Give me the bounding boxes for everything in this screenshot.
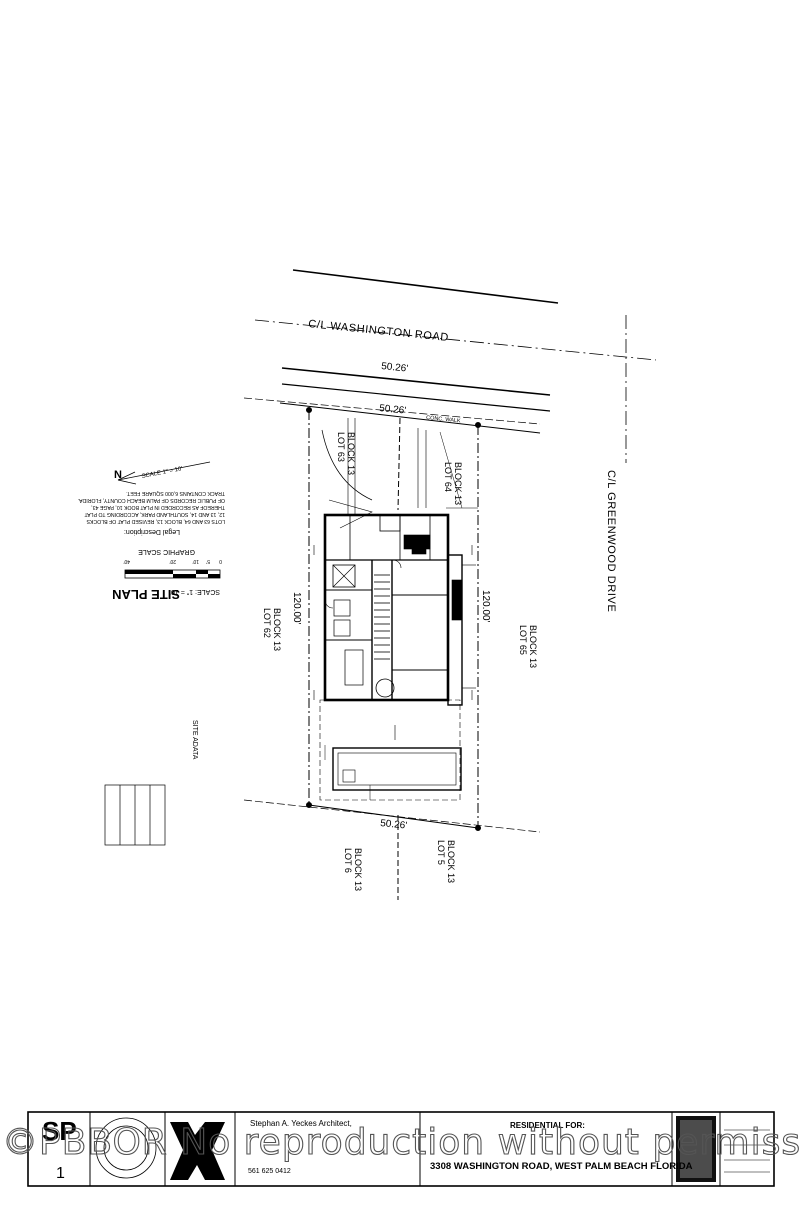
top-row-dimension: 50.26': [381, 361, 409, 375]
graphic-tick-1: 5': [206, 558, 210, 564]
lot-62-label: LOT 62 BLOCK 13: [262, 608, 282, 651]
lot-63-block-text: BLOCK 13: [346, 432, 356, 475]
site-plan-title: SITE PLAN: [112, 587, 180, 602]
sheet-number: 1: [56, 1165, 65, 1182]
lot-64-text: LOT 64: [443, 462, 453, 492]
lot-63-text: LOT 63: [336, 432, 346, 462]
right-side-dimension: 120.00': [480, 590, 491, 623]
lot-65-block-text: BLOCK 13: [528, 625, 538, 668]
dimension-marks: [313, 545, 476, 700]
site-data-table: SITE ADATA: [104, 720, 198, 846]
pool-area: [319, 699, 462, 801]
title-block: [27, 1111, 775, 1187]
sheet-id: SP: [42, 1116, 77, 1146]
graphic-tick-4: 40': [123, 558, 130, 564]
house-footprint: [323, 499, 463, 706]
architect-name: Stephan A. Yeckes Architect,: [250, 1119, 352, 1128]
revision-block: [724, 1129, 770, 1173]
north-scale-label: SCALE 1" = 10': [141, 466, 183, 480]
legal-line-2: 12, 13 AND 14, SOUTHLAND PARK, ACCORDING…: [84, 511, 225, 517]
front-lot-dimension: 50.26': [379, 403, 407, 417]
left-side-dimension: 120.00': [291, 592, 302, 625]
road-lines: [243, 269, 657, 833]
graphic-tick-3: 20': [169, 558, 176, 564]
legal-line-3: THEREOF AS RECORDED IN PLAT BOOK 10, PAG…: [91, 504, 225, 510]
north-letter: N: [114, 469, 122, 481]
legal-line-1: LOTS 63 AND 64, BLOCK 13, REVISED PLAT O…: [86, 518, 225, 524]
copyright-watermark: ©PBBOR No reproduction without permissio…: [2, 1122, 799, 1163]
graphic-scale-label: GRAPHIC SCALE: [138, 548, 195, 555]
graphic-scale-bar: [124, 569, 221, 579]
graphic-tick-2: 10': [192, 558, 199, 564]
conc-walk-label: CONC. WALK: [426, 415, 461, 424]
lot-63-label: LOT 63 BLOCK 13: [336, 432, 356, 475]
lot-65-label: LOT 65 BLOCK 13: [518, 625, 538, 668]
lot-65-text: LOT 65: [518, 625, 528, 655]
residential-for-label: RESIDENTIAL FOR:: [510, 1121, 585, 1130]
legal-heading: Legal Description:: [124, 528, 180, 535]
property-lines: [306, 407, 481, 900]
legal-line-4: OF PUBLIC RECORDS OF PALM BEACH COUNTY, …: [78, 497, 225, 503]
washington-road-label: C/L WASHINGTON ROAD: [308, 318, 450, 344]
lot-5-label: LOT 5 BLOCK 13: [436, 840, 456, 883]
architect-phone: 561 625 0412: [248, 1168, 291, 1175]
lot-6-label: LOT 6 BLOCK 13: [343, 848, 363, 891]
greenwood-drive-label: C/L GREENWOOD DRIVE: [605, 470, 617, 612]
site-plan-scale: SCALE: 1" = 10': [170, 588, 220, 595]
lot-6-text: LOT 6: [343, 848, 353, 873]
lot-64-block-text: BLOCK 13: [453, 462, 463, 505]
lot-62-text: LOT 62: [262, 608, 272, 638]
architect-logo-icon: [170, 1122, 225, 1180]
rear-lot-dimension: 50.26': [380, 818, 408, 832]
site-plan-title-block: SITE PLAN SCALE: 1" = 10' 0 5' 10' 20' 4…: [78, 490, 225, 602]
lot-62-block-text: BLOCK 13: [272, 608, 282, 651]
stamp-block-icon: [676, 1116, 716, 1182]
lot-5-block-text: BLOCK 13: [446, 840, 456, 883]
graphic-tick-0: 0: [219, 558, 222, 564]
site-data-title: SITE ADATA: [191, 720, 198, 760]
north-arrow-icon: [117, 461, 211, 485]
lot-6-block-text: BLOCK 13: [353, 848, 363, 891]
lot-5-text: LOT 5: [436, 840, 446, 865]
seal-stamp-icon: [95, 1117, 157, 1179]
lot-64-label: LOT 64 BLOCK 13: [443, 462, 463, 505]
project-address: 3308 WASHINGTON ROAD, WEST PALM BEACH FL…: [430, 1161, 693, 1172]
legal-line-5: TRACK CONTAINS 6,000 SQUARE FEET.: [126, 490, 225, 496]
